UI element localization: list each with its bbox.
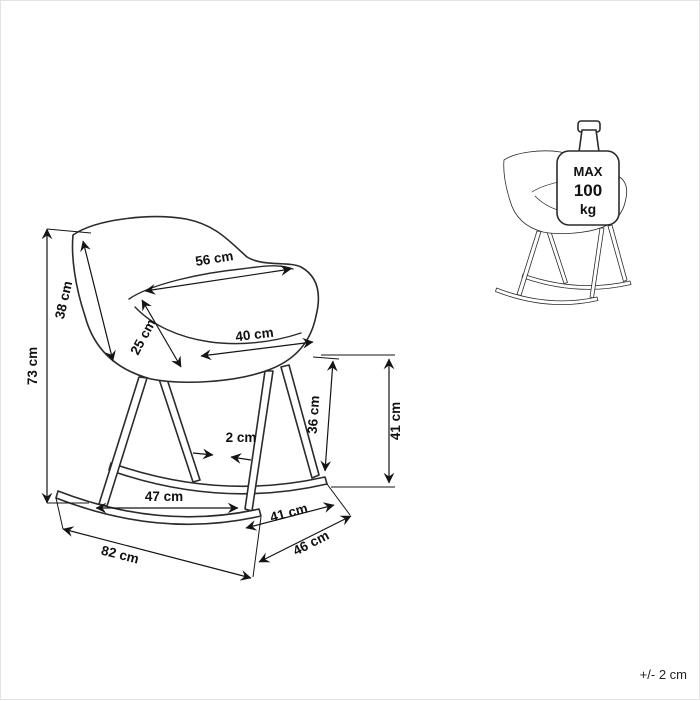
dim-side-floor-height: 41 cm: [321, 354, 403, 488]
dim-rocker-gap: 2 cm: [192, 430, 257, 464]
leg-front-left: [98, 376, 148, 507]
leg-back-right: [280, 364, 320, 479]
dimension-arrow: [141, 299, 182, 368]
dimension-arrow: [144, 265, 292, 295]
max-load-badge: MAX 100 kg: [556, 120, 620, 226]
dim-overall-height: 73 cm: [25, 228, 92, 504]
leg-back-left: [158, 378, 201, 483]
dimension-arrow: [80, 240, 116, 362]
max-load-line2: 100: [574, 181, 602, 200]
dim-label-side-floor-height: 41 cm: [388, 402, 403, 440]
extension-line: [326, 483, 351, 516]
extension-line: [55, 497, 64, 530]
tolerance-note: +/- 2 cm: [640, 667, 687, 682]
rocking-chair-drawing: [55, 215, 328, 526]
dim-label-rocker-gap: 2 cm: [226, 430, 257, 445]
dim-label-base-width: 46 cm: [290, 528, 331, 559]
rocker-back: [108, 462, 328, 495]
dim-seat-top-width: 56 cm: [144, 248, 292, 295]
dim-seat-height: 36 cm: [305, 356, 340, 472]
dim-seat-inner-width: 40 cm: [200, 325, 314, 361]
dim-label-base-length: 82 cm: [100, 543, 141, 567]
dim-label-seat-inner-width: 40 cm: [235, 325, 275, 345]
extension-line: [46, 228, 92, 234]
dimension-arrow: [230, 453, 252, 464]
dimension-arrow: [192, 448, 214, 460]
max-load-line1: MAX: [574, 164, 603, 179]
extension-line: [312, 356, 340, 360]
dim-rocker-inner-span: 47 cm: [95, 489, 239, 514]
dimension-arrow: [258, 515, 352, 563]
weight-jug-body: [556, 150, 620, 226]
dimension-annotations: 73 cm 38 cm 56 cm 25 cm 40 cm 36 cm: [25, 228, 403, 581]
weight-jug-neck: [578, 129, 600, 153]
max-load-line3: kg: [580, 201, 596, 217]
dim-label-seat-top-width: 56 cm: [194, 248, 234, 269]
dim-label-backrest-height: 38 cm: [52, 280, 75, 321]
seat-shell-outline: [71, 215, 320, 383]
dimension-arrow: [62, 526, 252, 581]
dimension-arrow: [320, 360, 338, 472]
dim-label-seat-height: 36 cm: [305, 395, 323, 434]
dim-label-rocker-inner-span: 47 cm: [145, 489, 183, 504]
dim-base-length: 82 cm: [55, 497, 262, 581]
dimension-arrow: [200, 337, 314, 361]
dim-label-overall-height: 73 cm: [25, 347, 40, 385]
dim-label-base-depth: 41 cm: [268, 500, 309, 524]
